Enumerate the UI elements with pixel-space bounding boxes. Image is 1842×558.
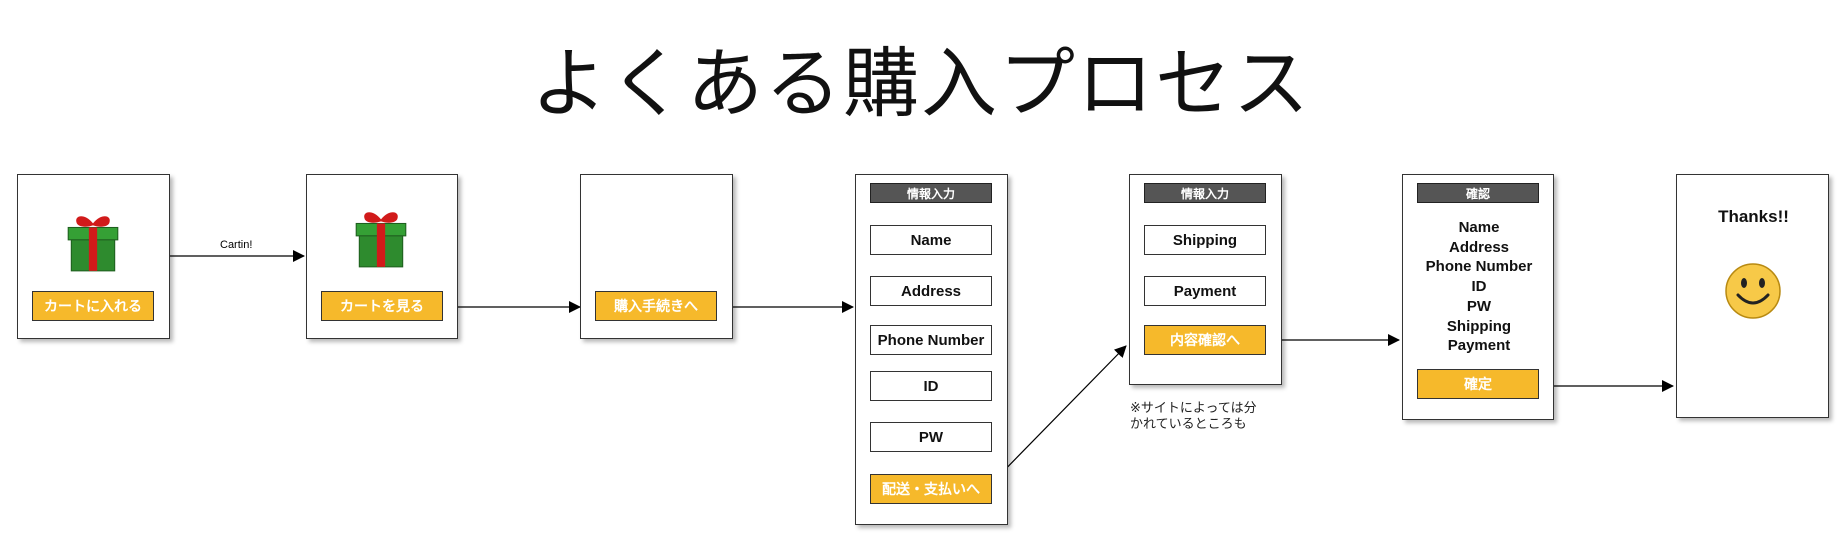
summary-item: PW xyxy=(1466,297,1492,315)
step-confirm-panel: 確認 Name Address Phone Number ID PW Shipp… xyxy=(1402,174,1554,420)
edge-cartin-label: Cartin! xyxy=(220,239,252,251)
summary-item: ID xyxy=(1471,278,1487,296)
confirm-summary-list: Name Address Phone Number ID PW Shipping… xyxy=(1403,218,1555,356)
address-field[interactable]: Address xyxy=(870,276,992,306)
id-field[interactable]: ID xyxy=(870,371,992,401)
shipping-field[interactable]: Shipping xyxy=(1144,225,1266,255)
thanks-message: Thanks!! xyxy=(1718,207,1789,226)
step-checkout-panel: 購入手続きへ xyxy=(580,174,733,339)
add-to-cart-button[interactable]: カートに入れる xyxy=(32,291,154,321)
to-shipping-payment-button[interactable]: 配送・支払いへ xyxy=(870,474,992,504)
note-line-2: かれているところも xyxy=(1130,417,1247,432)
step-info-input-panel: 情報入力 Name Address Phone Number ID PW 配送・… xyxy=(855,174,1008,525)
summary-item: Name xyxy=(1458,219,1500,236)
pw-field[interactable]: PW xyxy=(870,422,992,452)
summary-item: Shipping xyxy=(1446,317,1512,335)
note-line-1: ※サイトによっては分 xyxy=(1130,401,1257,416)
diagram-title: よくある購入プロセス xyxy=(531,39,1311,128)
shipping-payment-header: 情報入力 xyxy=(1144,183,1266,203)
gift-icon xyxy=(67,216,119,272)
payment-field[interactable]: Payment xyxy=(1144,276,1266,306)
to-confirm-button[interactable]: 内容確認へ xyxy=(1144,325,1266,355)
smiley-icon xyxy=(1725,263,1781,319)
finalize-button[interactable]: 確定 xyxy=(1417,369,1539,399)
proceed-checkout-button[interactable]: 購入手続きへ xyxy=(595,291,717,321)
name-field[interactable]: Name xyxy=(870,225,992,255)
edge-to-shipping xyxy=(987,345,1127,488)
step-shipping-payment-panel: 情報入力 Shipping Payment 内容確認へ xyxy=(1129,174,1282,385)
step-thanks-panel: Thanks!! xyxy=(1676,174,1829,418)
site-variation-note: ※サイトによっては分 かれているところも xyxy=(1130,401,1257,433)
info-input-header: 情報入力 xyxy=(870,183,992,203)
summary-item: Phone Number xyxy=(1425,258,1533,276)
view-cart-button[interactable]: カートを見る xyxy=(321,291,443,321)
summary-item: Payment xyxy=(1447,337,1511,355)
gift-icon xyxy=(355,212,407,268)
confirm-header: 確認 xyxy=(1417,183,1539,203)
summary-item: Address xyxy=(1448,238,1510,256)
step-add-to-cart-panel: カートに入れる xyxy=(17,174,170,339)
phone-number-field[interactable]: Phone Number xyxy=(870,325,992,355)
step-view-cart-panel: カートを見る xyxy=(306,174,458,339)
